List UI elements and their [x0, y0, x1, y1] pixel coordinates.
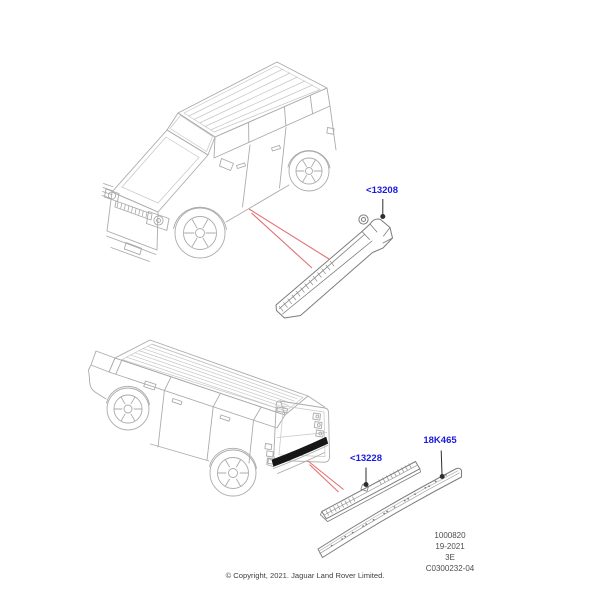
high-mount-brake-light	[276, 406, 288, 414]
taillight-hint	[326, 127, 335, 135]
red-reference-lines-rear	[307, 460, 344, 493]
front-bumper	[106, 235, 157, 262]
headlight-right	[146, 211, 170, 231]
taillights-right	[312, 412, 324, 438]
ref-catalog-number: 1000820	[434, 531, 466, 540]
rear-wheel-spokes	[217, 459, 249, 487]
roof-ribs	[188, 68, 313, 131]
grille-slats	[116, 201, 148, 218]
copyright-notice: © Copyright, 2021. Jaguar Land Rover Lim…	[225, 571, 385, 580]
part-callout-18k465[interactable]: 18K465	[423, 435, 457, 446]
tread-ribs	[325, 463, 412, 516]
leader-dot	[439, 474, 445, 479]
front-wheel-spokes	[114, 396, 142, 422]
callout-leader-lines	[363, 199, 445, 487]
rivets	[330, 474, 447, 547]
wing-vents	[101, 183, 114, 200]
leader-dot	[363, 482, 369, 487]
bumper-highlight-strip	[271, 436, 329, 467]
leader-dot	[380, 214, 386, 219]
red-reference-lines-front	[248, 208, 330, 269]
headlight-left	[104, 188, 120, 202]
door-handles	[171, 398, 231, 422]
rear-wheel-spokes	[295, 159, 323, 183]
loadspace-scuff-plate-illustration	[320, 461, 421, 522]
front-vehicle-illustration	[101, 61, 337, 262]
side-mirror	[143, 380, 157, 391]
part-callout-13208[interactable]: <13208	[366, 185, 398, 196]
part-callout-13228[interactable]: <13228	[350, 453, 382, 464]
front-wheel-spokes	[184, 219, 216, 247]
side-mirror	[219, 158, 234, 171]
drawing-reference-block: 1000820 19-2021 3E C0300232-04	[426, 530, 474, 574]
grille	[114, 200, 153, 221]
ref-revision: 3E	[445, 553, 455, 562]
door-handles	[236, 144, 281, 169]
sill-tread-plate-illustration	[275, 214, 393, 319]
ref-drawing-number: C0300232-04	[425, 564, 475, 573]
window-pillars	[248, 94, 314, 143]
roof-ribs	[125, 343, 300, 411]
ref-model-year: 19-2021	[435, 542, 465, 551]
bumper-tread-plate-illustration	[317, 467, 462, 558]
tread-ribs	[278, 260, 335, 312]
window-pillars	[115, 359, 262, 421]
rear-vehicle-illustration	[88, 339, 330, 497]
